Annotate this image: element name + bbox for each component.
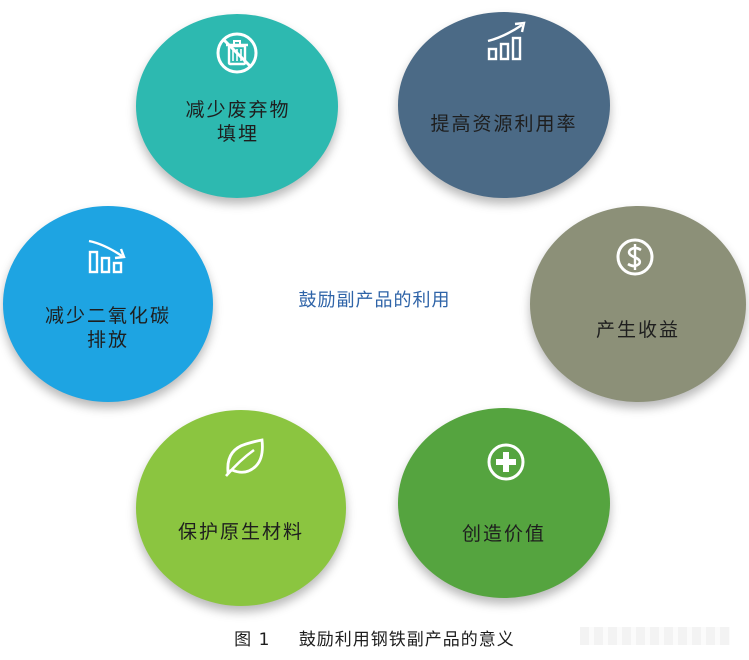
node-label-generate-revenue: 产生收益 (595, 319, 680, 341)
declining-chart-icon (84, 234, 132, 276)
figure-number: 图 1 (234, 630, 271, 650)
node-protect-virgin-materials (136, 410, 346, 606)
blurred-watermark (580, 627, 730, 645)
figure-title: 鼓励利用钢铁副产品的意义 (298, 630, 515, 650)
node-label-co2-reduction: 减少二氧化碳 排放 (44, 305, 171, 351)
growth-chart-icon (484, 20, 532, 62)
center-title: 鼓励副产品的利用 (298, 290, 451, 311)
node-label-resource-efficiency: 提高资源利用率 (430, 113, 578, 135)
node-label-waste-landfill: 减少废弃物 填埋 (185, 99, 291, 145)
no-trash-icon (214, 30, 260, 76)
node-generate-revenue (530, 206, 746, 402)
figure-caption: 图 1 鼓励利用钢铁副产品的意义 (0, 625, 749, 650)
leaf-icon (222, 436, 268, 478)
node-create-value (398, 408, 610, 598)
node-label-create-value: 创造价值 (461, 523, 546, 545)
node-label-protect-virgin-materials: 保护原生材料 (177, 521, 304, 543)
plus-circle-icon (484, 440, 528, 484)
node-co2-reduction (3, 206, 213, 402)
dollar-icon (614, 236, 656, 278)
